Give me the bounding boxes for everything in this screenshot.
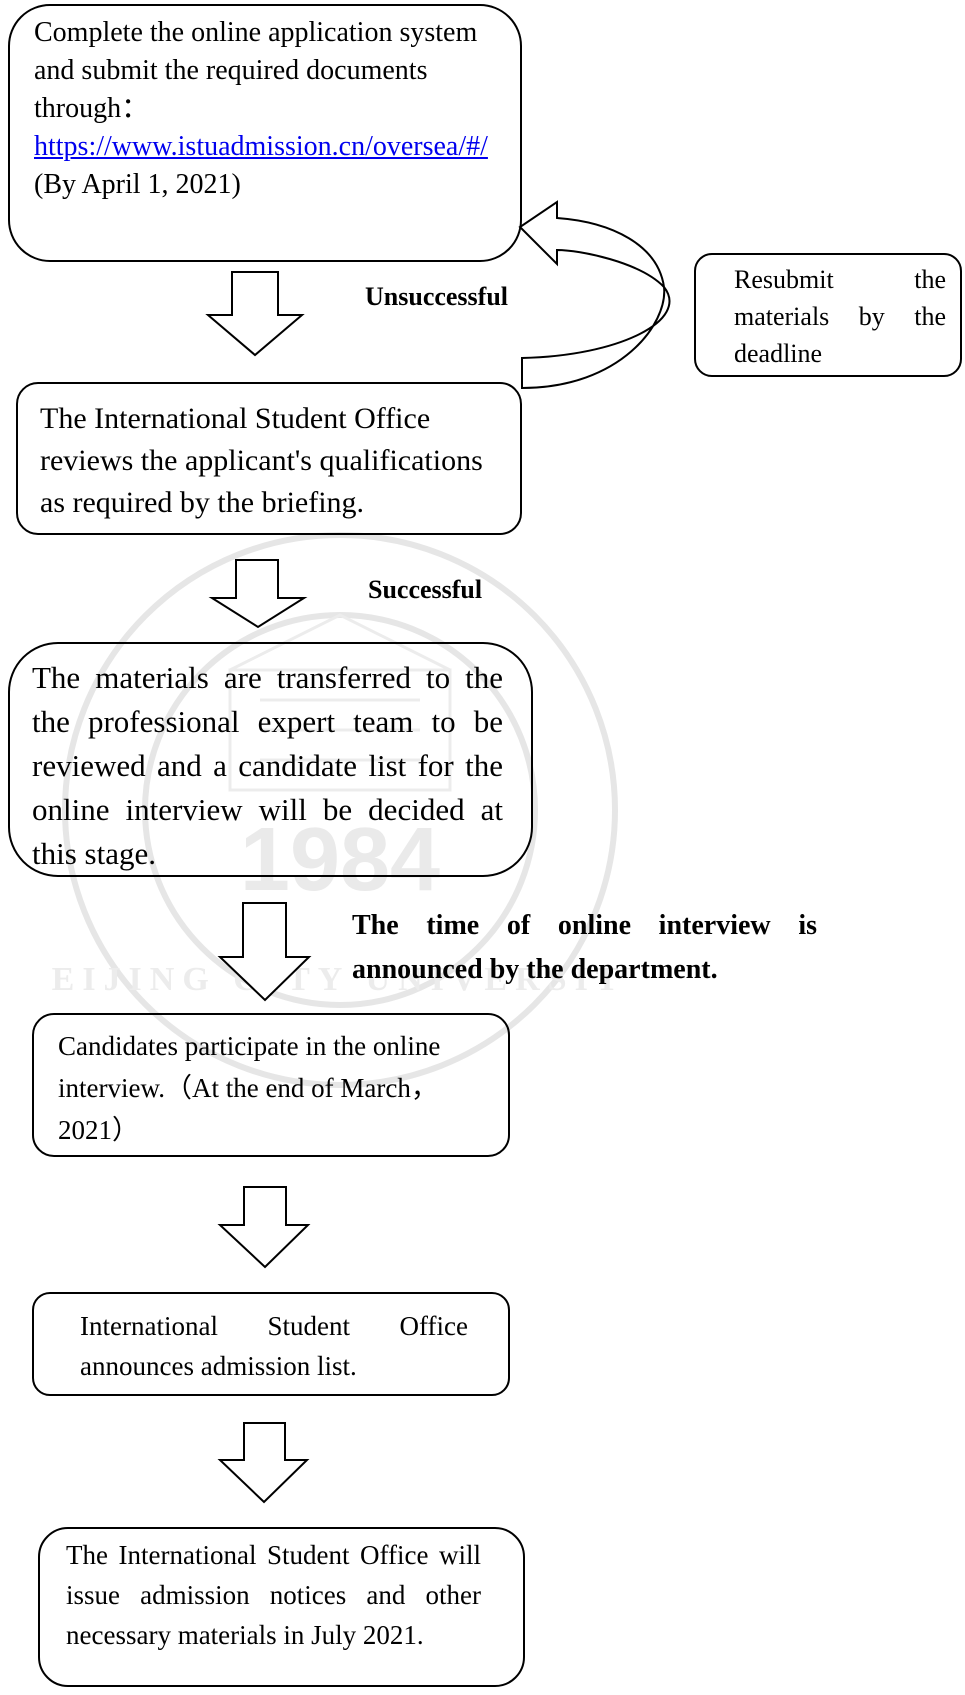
step-review-box: The International Student Office reviews… bbox=[16, 382, 522, 535]
interview-time-label: The time of online interview is announce… bbox=[352, 910, 817, 985]
step-notice-text: The International Student Office will is… bbox=[66, 1540, 481, 1650]
deadline-text: (By April 1, 2021) bbox=[34, 169, 241, 200]
step-apply-box: Complete the online application system a… bbox=[8, 4, 522, 262]
step-apply-text: Complete the online application system a… bbox=[34, 17, 488, 200]
unsuccessful-label: Unsuccessful bbox=[365, 282, 509, 311]
step-interview-box: Candidates participate in the online int… bbox=[32, 1013, 510, 1157]
step-notice-box: The International Student Office will is… bbox=[38, 1527, 525, 1687]
step-interview-text: Candidates participate in the online int… bbox=[58, 1031, 441, 1145]
down-arrow-4 bbox=[217, 1186, 311, 1269]
application-link[interactable]: https://www.istuadmission.cn/oversea/#/ bbox=[34, 131, 488, 162]
step-expert-box: The materials are transferred to the the… bbox=[8, 642, 533, 877]
down-arrow-5 bbox=[217, 1422, 310, 1504]
resubmit-text: Resubmit the materials by the deadline bbox=[734, 265, 946, 368]
step-expert-text: The materials are transferred to the the… bbox=[32, 660, 503, 871]
resubmit-box: Resubmit the materials by the deadline bbox=[694, 253, 962, 377]
down-arrow-1 bbox=[205, 271, 305, 357]
successful-label: Successful bbox=[368, 575, 483, 604]
down-arrow-2 bbox=[208, 559, 308, 629]
return-arrow bbox=[518, 200, 671, 390]
step-announce-box: International Student Office announces a… bbox=[32, 1292, 510, 1396]
down-arrow-3 bbox=[217, 902, 312, 1002]
step-announce-text: International Student Office announces a… bbox=[80, 1311, 468, 1381]
step-review-text: The International Student Office reviews… bbox=[40, 402, 483, 519]
